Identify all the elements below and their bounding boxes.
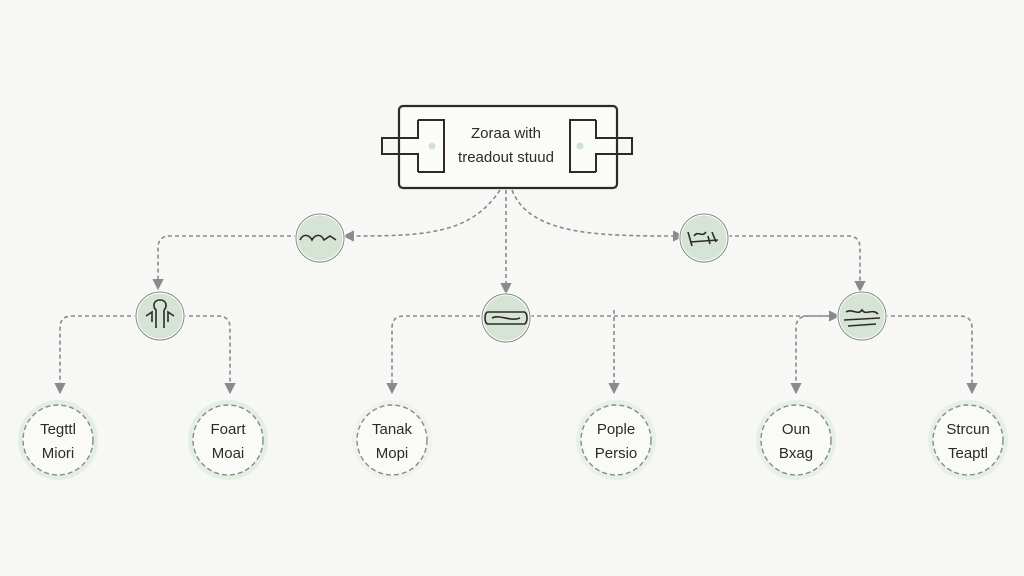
root-right-bracket — [569, 119, 633, 173]
hub-upper-left[interactable] — [294, 212, 346, 264]
hub-mid-left[interactable] — [134, 290, 186, 342]
leaf-node[interactable]: Strcun Teaptl — [928, 400, 1008, 480]
leaf-label-line1: Oun — [782, 421, 810, 438]
leaf-node[interactable]: Foart Moai — [188, 400, 268, 480]
connector-mid-right-leaf-6 — [884, 315, 978, 395]
scribble-icon — [843, 308, 881, 327]
leaf-label-line1: Strcun — [946, 421, 989, 438]
scribble-icon — [299, 234, 337, 242]
connector-root-upper-right — [511, 189, 685, 242]
leaf-label-line2: Bxag — [779, 445, 813, 462]
capsule-icon — [484, 311, 528, 325]
connector-upper-right-mid-right — [728, 235, 866, 293]
connector-center-leaf-3 — [386, 315, 480, 395]
connector-root-upper-left — [342, 189, 501, 242]
leaf-label-line2: Teaptl — [948, 445, 988, 462]
leaf-label-line2: Moai — [212, 445, 245, 462]
leaf-node[interactable]: Pople Persio — [576, 400, 656, 480]
leaf-label-line1: Tanak — [372, 421, 413, 438]
root-right-dot — [576, 142, 584, 150]
hub-mid-right[interactable] — [836, 290, 888, 342]
connector-upper-left-mid-left — [152, 235, 298, 291]
root-left-bracket — [381, 119, 445, 173]
scribble-icon — [687, 231, 719, 247]
leaf-label-line2: Mopi — [376, 445, 409, 462]
leaf-node[interactable]: Oun Bxag — [756, 400, 836, 480]
connector-mid-left-leaf-2 — [182, 315, 236, 395]
leaf-label-line2: Miori — [42, 445, 75, 462]
leaf-label-line2: Persio — [595, 445, 638, 462]
leaf-label-line1: Pople — [597, 421, 635, 438]
hub-upper-right[interactable] — [678, 212, 730, 264]
leaf-label-line1: Foart — [210, 421, 246, 438]
root-left-dot — [428, 142, 436, 150]
leaf-label-line1: Tegttl — [40, 421, 76, 438]
connector-mid-right-leaf-5 — [790, 315, 838, 395]
root-label-line2: treadout stuud — [458, 149, 554, 166]
root-label-line1: Zoraa with — [471, 125, 541, 142]
root-node[interactable]: Zoraa with treadout stuud — [381, 104, 633, 190]
figure-icon — [145, 299, 175, 328]
leaf-node[interactable]: Tegttl Miori — [18, 400, 98, 480]
connector-mid-left-leaf-1 — [54, 315, 138, 395]
leaf-node[interactable]: Tanak Mopi — [352, 400, 432, 480]
connectors — [54, 189, 978, 395]
hub-mid-center[interactable] — [480, 292, 532, 344]
